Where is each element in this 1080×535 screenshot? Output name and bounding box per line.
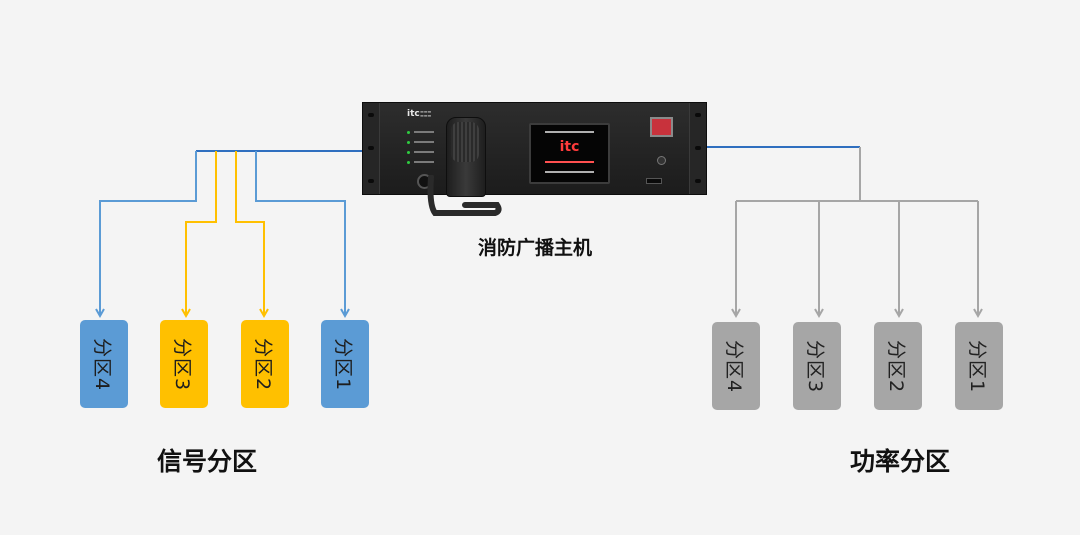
power-zone-3-label: 分区3	[804, 339, 827, 393]
power-zones-caption: 功率分区	[850, 447, 951, 476]
device-brand-subtext-graphic: ▬▬▬▬▬▬	[420, 109, 432, 118]
signal-zone-1-label: 分区1	[332, 337, 355, 391]
signal-zone-2-box: 分区2	[241, 320, 289, 408]
fire-broadcast-host-device: itc ▬▬▬▬▬▬ itc	[362, 102, 707, 195]
device-label: 消防广播主机	[478, 237, 593, 259]
microphone-gooseneck-icon	[427, 175, 502, 216]
signal-zone-3-box: 分区3	[160, 320, 208, 408]
status-led-panel	[407, 127, 434, 167]
signal-line-zone2	[235, 151, 264, 316]
power-zone-3-box: 分区3	[793, 322, 841, 410]
signal-zone-1-box: 分区1	[321, 320, 369, 408]
emergency-button-icon	[650, 117, 673, 137]
usb-port-icon	[646, 178, 662, 184]
signal-line-zone1	[255, 151, 345, 316]
signal-line-zone4	[100, 151, 197, 316]
power-zone-4-label: 分区4	[723, 339, 746, 393]
signal-zone-4-box: 分区4	[80, 320, 128, 408]
power-zone-1-label: 分区1	[966, 339, 989, 393]
signal-zone-3-label: 分区3	[171, 337, 194, 391]
signal-zone-4-label: 分区4	[91, 337, 114, 391]
signal-zones-caption: 信号分区	[157, 447, 258, 476]
screen-logo: itc	[559, 139, 580, 155]
power-zone-4-box: 分区4	[712, 322, 760, 410]
signal-line-zone3	[186, 151, 217, 316]
device-brand-logo: itc	[407, 109, 420, 119]
knob-icon	[657, 156, 666, 165]
power-zone-2-box: 分区2	[874, 322, 922, 410]
paging-microphone-icon	[446, 117, 486, 197]
power-zone-2-label: 分区2	[885, 339, 908, 393]
signal-zone-2-label: 分区2	[252, 337, 275, 391]
power-zone-1-box: 分区1	[955, 322, 1003, 410]
rack-ear-left	[363, 103, 380, 194]
rack-ear-right	[689, 103, 706, 194]
device-display-screen: itc	[529, 123, 610, 184]
